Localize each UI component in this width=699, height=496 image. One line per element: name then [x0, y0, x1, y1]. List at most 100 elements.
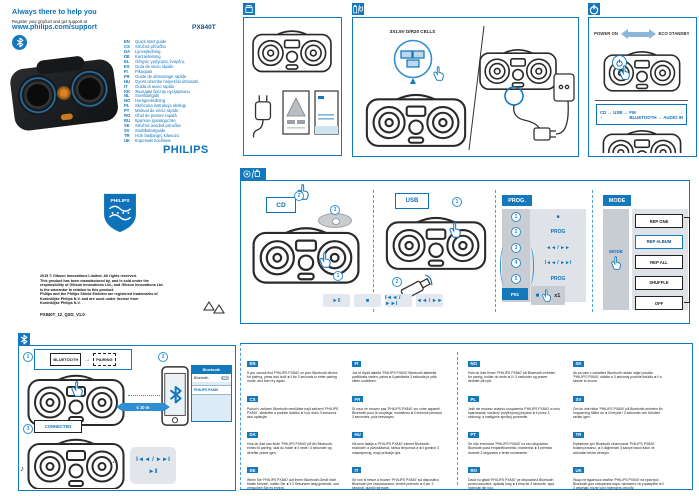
bluetooth-icon — [16, 37, 23, 48]
prog-step-button-label: ■ — [530, 209, 586, 225]
note-block: DE Wenn Sie 'PHILIPS PX840' auf Ihrem Blu… — [247, 459, 339, 491]
section-divider — [373, 190, 374, 312]
disc-usb-tab — [240, 168, 266, 180]
hand-icon — [449, 222, 461, 238]
battery-detail-drawing — [393, 39, 433, 84]
language-tag: SK — [573, 360, 585, 367]
language-code: HU — [124, 78, 131, 84]
pairing-display: PAIRING — [93, 353, 116, 366]
bluetooth-tab — [18, 333, 30, 345]
language-tag: DA — [247, 431, 259, 438]
legal-line: Koninklijke Philips N.V. and are used un… — [40, 296, 139, 301]
mode-header: MODE — [603, 195, 631, 206]
cycle-arrow-down-icon: ↓ — [680, 109, 683, 115]
bt-device-name: PHILIPS PX840 — [194, 388, 219, 392]
language-title: Quick start guide — [135, 39, 167, 44]
note-text: If you cannot find 'PHILIPS PX840' on yo… — [247, 371, 338, 384]
press-count: x1 — [554, 292, 561, 299]
language-code: EL — [124, 58, 130, 64]
boombox-source-drawing — [602, 130, 682, 153]
language-title: Gyors üzembe helyezési útmutató — [135, 78, 199, 84]
prog-step-number-cell: 5 — [502, 271, 530, 287]
prog-step-row: 1 ■ — [502, 209, 586, 225]
language-code: NO — [124, 98, 131, 104]
hand-icon — [542, 289, 552, 302]
source-cycle-box: CD → USB → FM↓ ↑BLUETOOTH ← AUDIO IN — [596, 104, 687, 125]
note-text: Ha nem találja a 'PHILIPS PX840' elemet … — [352, 442, 439, 455]
note-text: Hvis du ikke finner 'PHILIPS PX840' på B… — [468, 371, 556, 384]
language-code: NL — [124, 93, 130, 99]
language-title: Kurzanleitung — [135, 53, 161, 59]
arrow-right-icon: → — [84, 356, 91, 363]
transport-button: ►‖ — [323, 294, 350, 307]
language-title: Guide de démarrage rapide — [135, 73, 187, 79]
music-note-icon: ♪ — [112, 456, 116, 465]
legal-line: Koninklijke Philips N.V. — [40, 301, 81, 305]
bt-toggle[interactable]: ON — [221, 376, 229, 380]
note-text: Om du inte hittar 'PHILIPS PX840' på Blu… — [573, 406, 663, 420]
language-tag: DE — [247, 467, 259, 474]
pairing-display-box: BLUETOOTH → PAIRING — [34, 349, 132, 370]
bt-setting-row[interactable]: Bluetooth ON — [192, 374, 231, 382]
language-code: RU — [124, 118, 131, 124]
language-tag: UK — [573, 467, 585, 474]
language-code: EN — [124, 39, 130, 44]
mode-option: SHUFFLE — [635, 275, 683, 290]
divider — [595, 100, 688, 101]
register-line: Register your product and get support at — [12, 18, 87, 24]
disc-usb-icon — [243, 169, 260, 179]
bluetooth-display: BLUETOOTH — [50, 353, 82, 366]
language-tag: CS — [247, 396, 259, 403]
language-code: FR — [124, 73, 130, 79]
language-code: TR — [124, 133, 130, 139]
step-number: 4 — [511, 258, 521, 269]
note-text: Jeśli nie możesz znaleźć urządzenia 'PHI… — [468, 406, 560, 420]
arrow-bar — [628, 31, 649, 37]
usb-display: USB — [395, 193, 429, 209]
prog-step-button-label: Ι◄◄ / ►►Ι — [530, 255, 586, 271]
prog-step-button-label: PROG — [530, 271, 586, 287]
source-row-1: CD → USB → FM↓ — [600, 110, 683, 115]
language-tag: RO — [468, 467, 480, 474]
eco-standby-label: ECO STANDBY — [658, 30, 690, 36]
power-icon — [589, 3, 599, 15]
hand-icon — [319, 252, 331, 268]
language-code: PT — [124, 108, 130, 114]
phone-bt-screen: Bluetooth Bluetooth ON PHILIPS PX840 — [191, 365, 232, 422]
toggle-arrow — [621, 29, 656, 39]
connected-display: CONNECTED — [34, 420, 82, 433]
language-title: Manual de início rápido — [135, 108, 179, 114]
prog-step-number-cell: 2 — [502, 224, 530, 240]
language-title: Guía de inicio rápido — [135, 63, 174, 69]
language-tag: HU — [352, 431, 364, 438]
boombox-top-drawing — [603, 50, 681, 92]
manual-booklet-drawing — [314, 90, 339, 135]
bt-device-row[interactable]: PHILIPS PX840 — [192, 385, 231, 395]
prog-step-button-label: PROG — [530, 224, 586, 240]
section-divider — [592, 190, 593, 312]
language-title: Stručná příručka — [135, 43, 166, 49]
note-text: Wenn Sie 'PHILIPS PX840' auf Ihrem Bluet… — [247, 477, 339, 491]
language-item: FR Guide de démarrage rapide — [124, 73, 234, 80]
